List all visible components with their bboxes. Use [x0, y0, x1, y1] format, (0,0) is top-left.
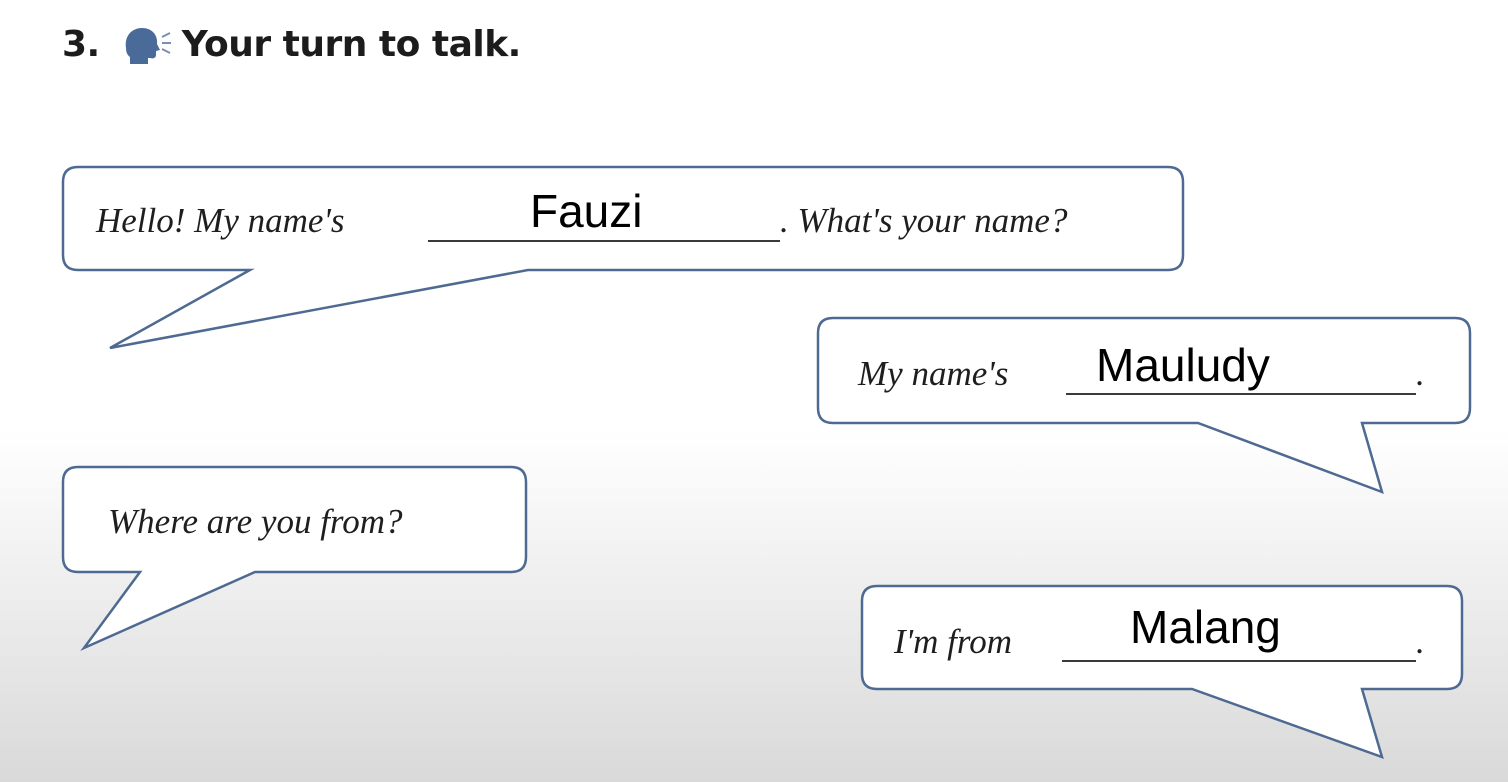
bubble-4-prompt: I'm from — [894, 622, 1012, 661]
speech-bubble-2 — [816, 316, 1472, 495]
bubble-3-question: Where are you from? — [108, 502, 403, 541]
bubble-4-period: . — [1416, 622, 1425, 661]
bubble-4-answer: Malang — [1130, 601, 1281, 653]
bubble-4-answer-line — [1062, 660, 1416, 662]
bubble-1-prompt: Hello! My name's — [96, 201, 345, 240]
bubble-1-answer-line — [428, 240, 780, 242]
bubble-1-answer: Fauzi — [530, 185, 643, 237]
bubble-2-period: . — [1416, 354, 1425, 393]
speech-bubble-3 — [61, 465, 528, 652]
speech-bubble-4 — [860, 584, 1464, 760]
speaking-head-icon — [120, 24, 172, 64]
bubble-2-prompt: My name's — [858, 354, 1009, 393]
exercise-title: Your turn to talk. — [181, 23, 522, 65]
bubble-1-question: . What's your name? — [780, 201, 1068, 240]
speech-bubble-1 — [61, 165, 1185, 350]
exercise-number: 3. — [62, 23, 100, 65]
bubble-2-answer: Mauludy — [1096, 339, 1270, 391]
exercise-heading: 3. Your turn to talk. — [62, 14, 521, 74]
bubble-2-answer-line — [1066, 393, 1416, 395]
